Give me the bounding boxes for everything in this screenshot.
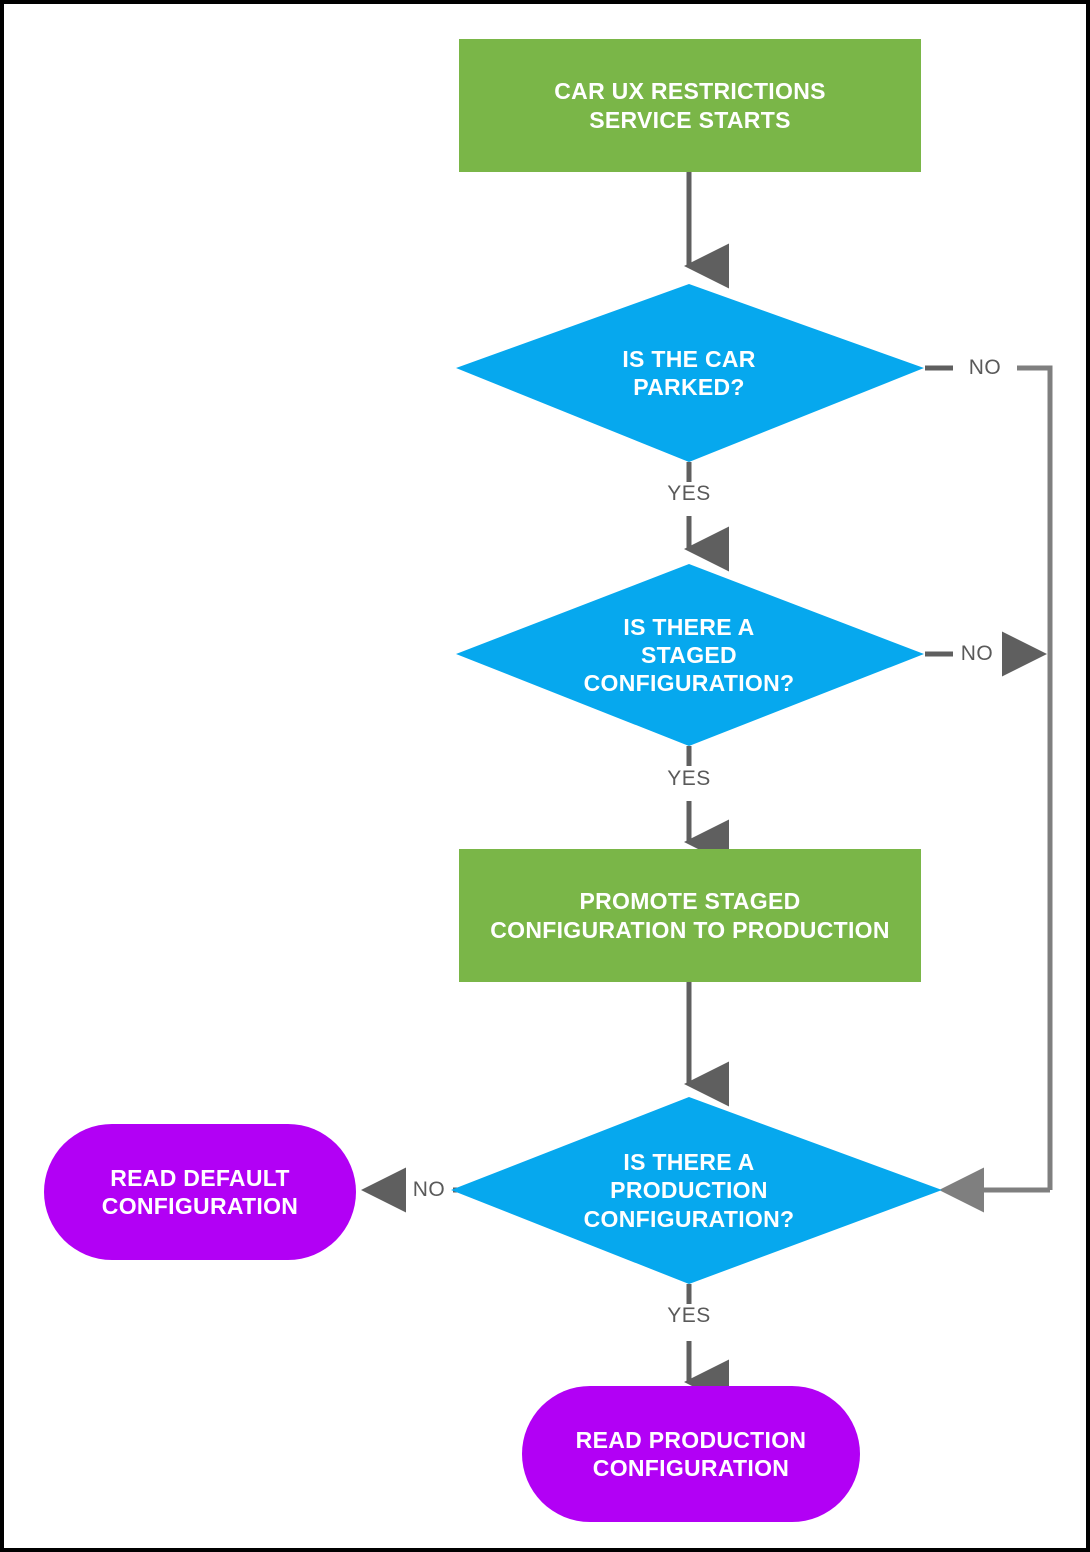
node-promote-shape[interactable]	[459, 849, 921, 982]
flowchart-graphics	[44, 39, 1053, 1522]
node-decision-production-shape[interactable]	[451, 1097, 942, 1284]
node-start-shape[interactable]	[459, 39, 921, 172]
node-read-default-shape[interactable]	[44, 1124, 356, 1260]
node-decision-parked-shape[interactable]	[456, 284, 924, 462]
node-read-production-shape[interactable]	[522, 1386, 860, 1522]
edge-parked-no-rail	[1017, 365, 1053, 434]
node-decision-staged-shape[interactable]	[456, 564, 924, 746]
